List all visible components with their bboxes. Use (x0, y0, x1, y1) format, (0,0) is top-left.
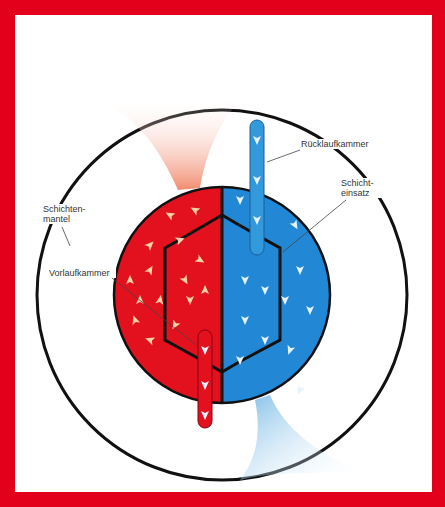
flow-arrow (253, 216, 261, 225)
flow-arrow (285, 345, 296, 356)
flow-arrow (281, 296, 289, 305)
cold-half (222, 187, 330, 403)
flow-arrow (195, 255, 207, 266)
leader-line (283, 200, 346, 252)
flow-arrow (201, 346, 209, 355)
flow-arrow (180, 275, 191, 287)
leader-line (62, 227, 70, 246)
flow-arrow (290, 220, 301, 232)
flow-arrow (253, 176, 261, 185)
flow-arrow (144, 335, 155, 346)
inner-tank (114, 187, 330, 403)
flow-arrow (241, 276, 249, 285)
part-label: Vorlaufkammer (48, 268, 116, 278)
return-pipe (250, 120, 264, 255)
flow-arrow (296, 266, 304, 275)
cold-flow (240, 395, 360, 480)
flow-arrow (306, 306, 314, 315)
flow-arrow (175, 235, 186, 246)
flow-arrow (169, 320, 180, 332)
flow-arrow (201, 285, 209, 294)
flow-arrow (241, 316, 249, 325)
flow-arrow (189, 204, 201, 215)
part-label: Schicht- einsatz (340, 178, 382, 198)
panel (15, 15, 432, 492)
outer-shell (37, 110, 407, 480)
flow-arrow (164, 209, 176, 220)
leader-line (267, 150, 300, 162)
heat-flow (100, 95, 245, 190)
flow-arrow (236, 196, 244, 205)
layer-insert (205, 215, 239, 225)
flow-arrow (130, 314, 141, 325)
flow-arrow (236, 356, 244, 365)
flow-arrow (294, 385, 305, 397)
flow-arrow (126, 275, 134, 284)
flow-arrow (261, 336, 269, 345)
flow-arrow (144, 239, 156, 251)
flow-arrow (253, 136, 261, 145)
part-label: Rücklaufkammer (300, 139, 372, 149)
leader-line (112, 278, 196, 345)
part-label: Schichten- mantel (42, 204, 88, 224)
flow-arrow (201, 411, 209, 420)
flow-arrow (155, 294, 164, 304)
supply-pipe (198, 330, 212, 428)
flow-arrow (145, 264, 156, 276)
flow-arrow (261, 286, 269, 295)
flow-arrow (186, 296, 194, 305)
flow-arrow (201, 381, 209, 390)
